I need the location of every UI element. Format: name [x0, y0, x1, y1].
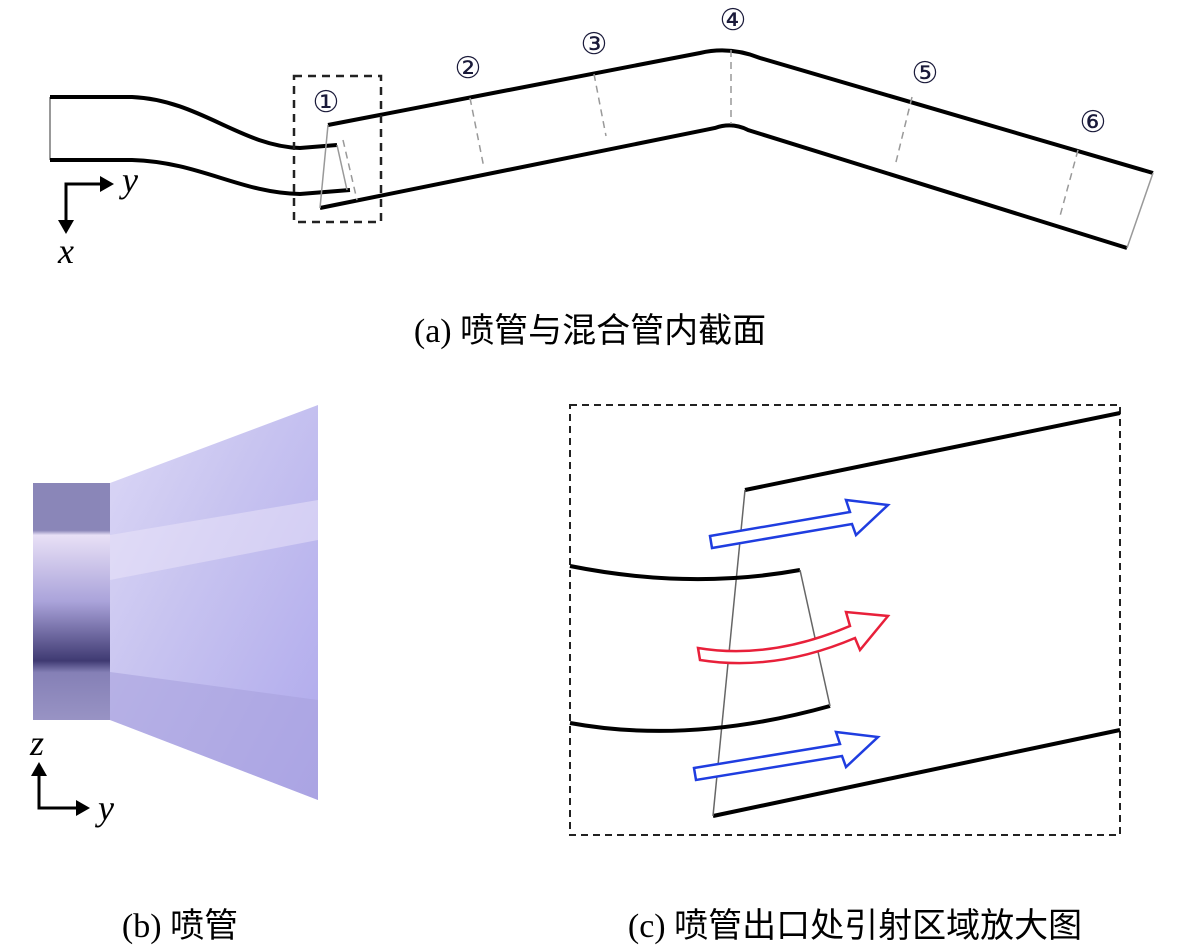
- secondary-flow-arrow-lower: [692, 730, 881, 782]
- axis-label-y: y: [119, 160, 138, 200]
- mixing-tube-upper-wall: [327, 48, 1154, 175]
- nozzle-upper-wall: [50, 95, 338, 151]
- panel-b-nozzle-render: z y (b) 喷管: [29, 405, 318, 945]
- caption-b: (b) 喷管: [122, 907, 238, 945]
- section-label-2: ②: [455, 51, 482, 86]
- nozzle-throat: [33, 483, 110, 720]
- mixing-tube-lower-wall: [319, 123, 1128, 250]
- secondary-flow-arrow-upper: [708, 498, 891, 550]
- panel-c-ejection-zoom: (c) 喷管出口处引射区域放大图: [569, 404, 1121, 945]
- axis-label-x: x: [57, 231, 74, 271]
- section-label-3: ③: [581, 27, 608, 62]
- axis-indicator-zy: z y: [29, 723, 114, 828]
- section-label-1: ①: [313, 85, 340, 120]
- caption-c: (c) 喷管出口处引射区域放大图: [628, 907, 1082, 945]
- section-label-5: ⑤: [912, 56, 939, 91]
- panel-a-cross-section: ① ② ③ ④ ⑤ ⑥ y x (a) 喷管与混合管内截面: [49, 3, 1154, 350]
- axis-label-y-b: y: [95, 788, 114, 828]
- section-label-6: ⑥: [1080, 105, 1107, 140]
- section-label-4: ④: [720, 3, 747, 38]
- nozzle-lower-wall: [50, 158, 351, 197]
- axis-indicator-xy: y x: [57, 160, 138, 271]
- primary-flow-arrow: [696, 610, 891, 665]
- caption-a: (a) 喷管与混合管内截面: [414, 312, 766, 350]
- zoom-region-box: [292, 74, 383, 224]
- section-lines: [342, 50, 1079, 217]
- axis-label-z: z: [29, 723, 44, 763]
